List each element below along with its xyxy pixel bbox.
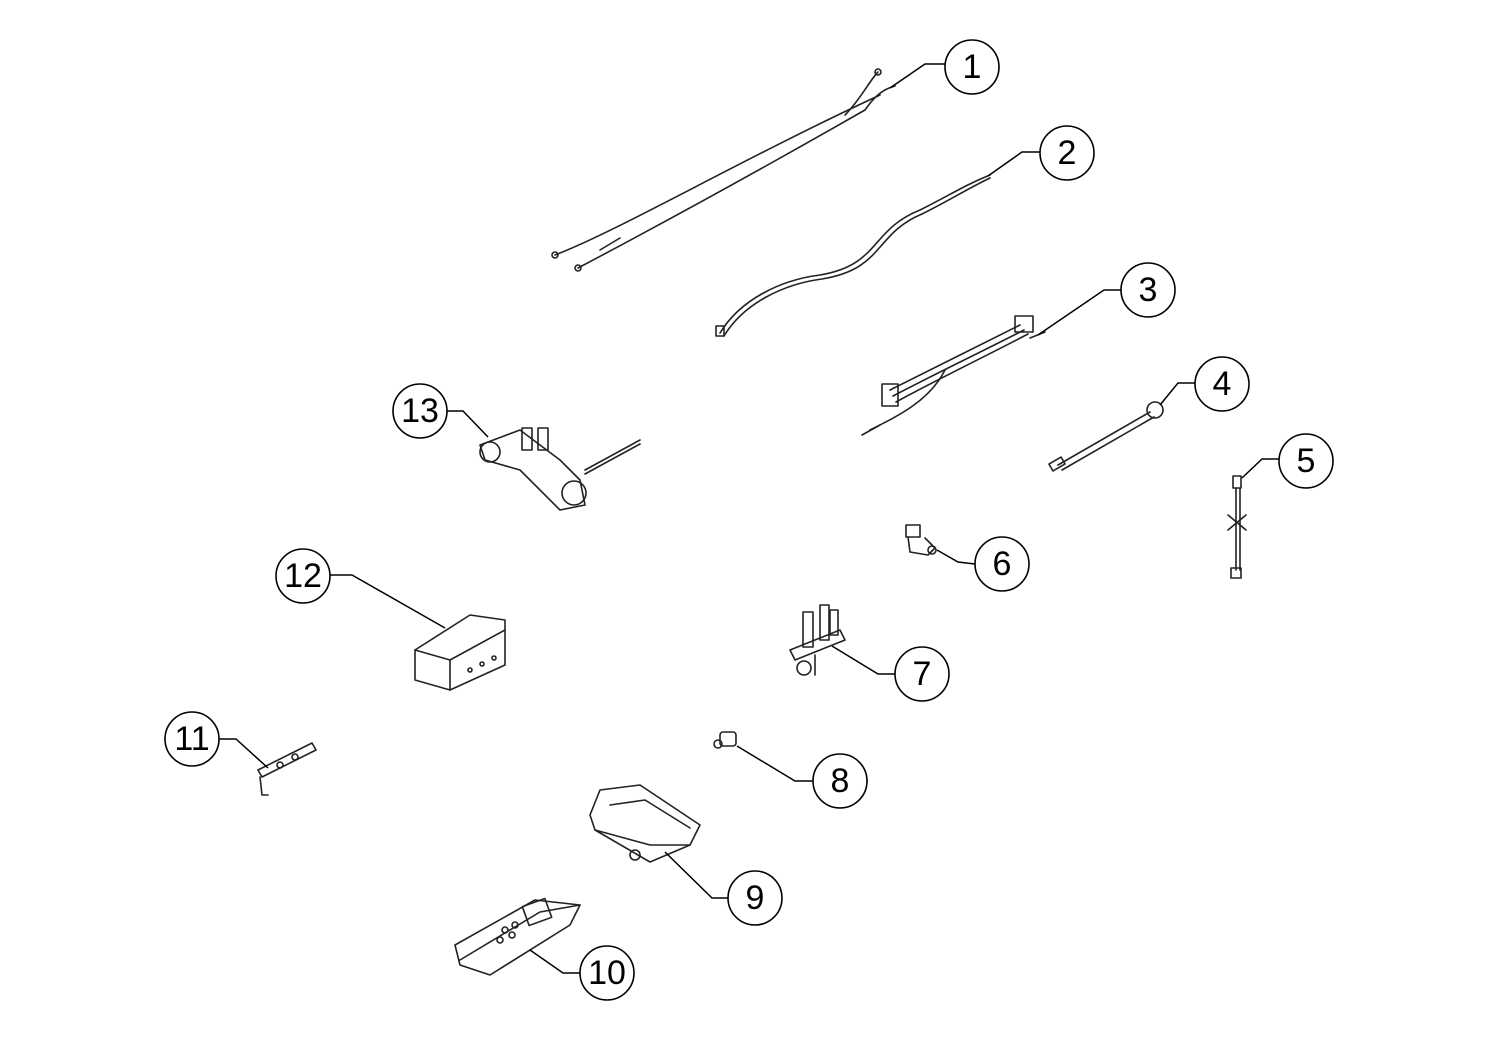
callout-label: 10	[588, 954, 626, 992]
part-3-harness	[861, 315, 1046, 436]
part-10-remote	[454, 897, 581, 976]
part-2-wire	[715, 174, 991, 337]
callout-13: 13	[392, 383, 489, 439]
callout-label: 4	[1213, 365, 1232, 403]
callout-label: 2	[1058, 134, 1077, 172]
callout-12: 12	[275, 548, 446, 629]
part-9-module	[589, 784, 701, 863]
callout-9: 9	[664, 851, 783, 926]
part-7-pilot-assembly	[789, 604, 846, 676]
callout-8: 8	[736, 745, 868, 809]
part-4-sensor	[1048, 401, 1164, 472]
callout-2: 2	[987, 125, 1095, 181]
callout-label: 7	[913, 655, 932, 693]
callout-5: 5	[1241, 433, 1334, 489]
callout-label: 5	[1297, 442, 1316, 480]
callout-label: 1	[963, 48, 982, 86]
callout-label: 8	[831, 762, 850, 800]
callout-label: 11	[174, 720, 209, 758]
part-8-fitting	[713, 731, 737, 749]
part-6-elbow-fitting	[905, 524, 937, 556]
callout-4: 4	[1159, 356, 1250, 412]
callout-label: 6	[993, 545, 1012, 583]
callout-label: 3	[1139, 271, 1158, 309]
part-1-wire-harness	[551, 68, 896, 272]
part-13-gas-valve	[479, 427, 641, 511]
callout-10: 10	[529, 945, 635, 1001]
part-11-bracket	[257, 742, 317, 796]
callout-label: 13	[401, 392, 439, 430]
callout-label: 9	[746, 879, 765, 917]
callout-7: 7	[831, 645, 950, 702]
callout-6: 6	[936, 536, 1030, 592]
callout-11: 11	[164, 711, 269, 769]
callout-3: 3	[1037, 262, 1176, 336]
part-5-cable	[1227, 475, 1247, 579]
part-12-control-box	[414, 614, 506, 691]
callout-1: 1	[889, 39, 1000, 95]
callout-label: 12	[284, 557, 322, 595]
